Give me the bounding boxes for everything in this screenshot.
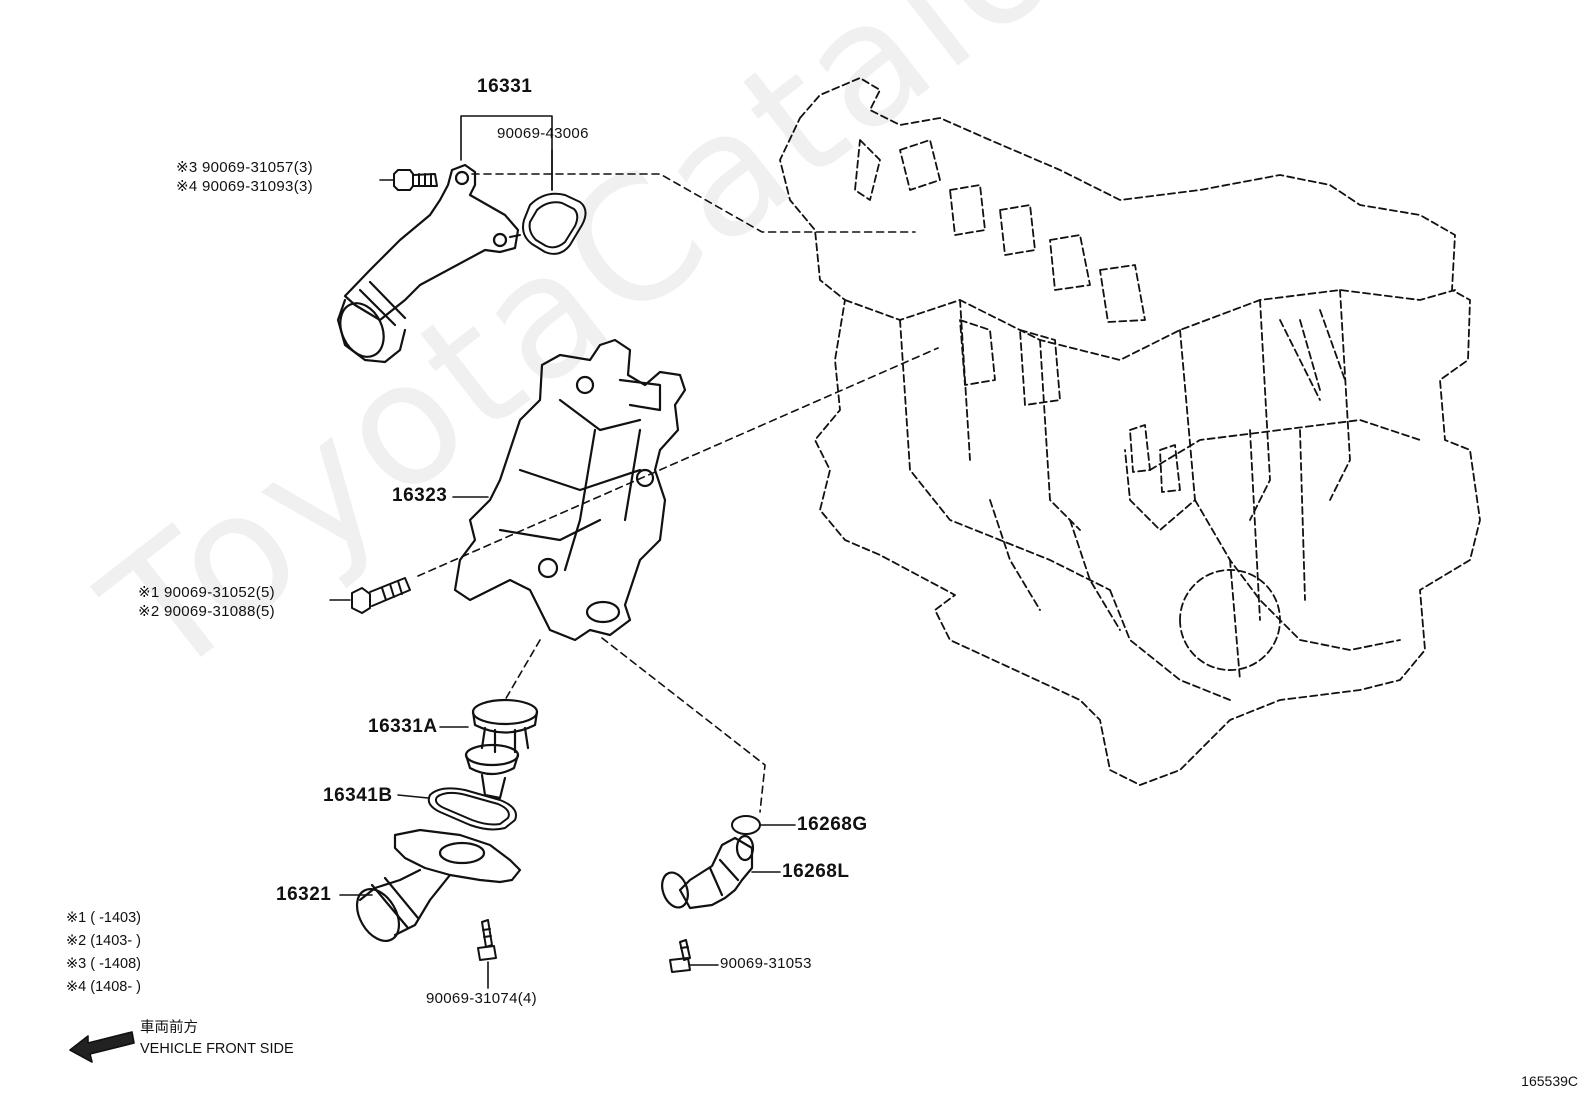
note-3: ※3 ( -1408) [66,956,142,972]
label-16268L: 16268L [782,861,850,882]
bolt-lower-right [669,939,691,973]
o-ring-16268G [731,815,761,835]
label-16323: 16323 [392,485,448,506]
diagram-code: 165539C [1521,1073,1578,1089]
label-bolt-4: ※4 90069-31093(3) [176,178,313,195]
label-90069-31053: 90069-31053 [720,955,812,972]
label-16341B: 16341B [323,785,393,806]
housing-16323 [453,338,687,642]
gasket-16341B [427,787,517,831]
label-bolt-2: ※2 90069-31088(5) [138,603,275,620]
bolt-upper [393,169,438,191]
leader-lines [417,173,939,813]
water-inlet-16321 [355,828,522,942]
label-16331: 16331 [477,76,533,97]
pipe-16268L [661,834,755,910]
front-english: VEHICLE FRONT SIDE [140,1041,294,1057]
thermostat-16331A [464,698,539,800]
label-90069-31074: 90069-31074(4) [426,990,537,1007]
note-4: ※4 (1408- ) [66,979,142,995]
front-arrow-icon [69,1031,135,1063]
water-inlet-16331 [336,163,520,364]
front-japanese: 車両前方 [140,1020,198,1036]
bolt-middle [351,577,411,614]
note-1: ※1 ( -1403) [66,910,142,926]
bolt-lower-left [477,919,497,961]
label-90069-43006: 90069-43006 [497,125,589,142]
label-bolt-3: ※3 90069-31057(3) [176,159,313,176]
label-16331A: 16331A [368,716,438,737]
label-bolt-1: ※1 90069-31052(5) [138,584,275,601]
label-16321: 16321 [276,884,332,905]
leader-16341B [397,794,429,799]
vehicle-front-side: 車両前方 VEHICLE FRONT SIDE [140,1018,294,1060]
gasket-90069-43006 [509,192,587,255]
engine-block [779,77,1481,786]
note-2: ※2 (1403- ) [66,933,142,949]
label-16268G: 16268G [797,814,868,835]
